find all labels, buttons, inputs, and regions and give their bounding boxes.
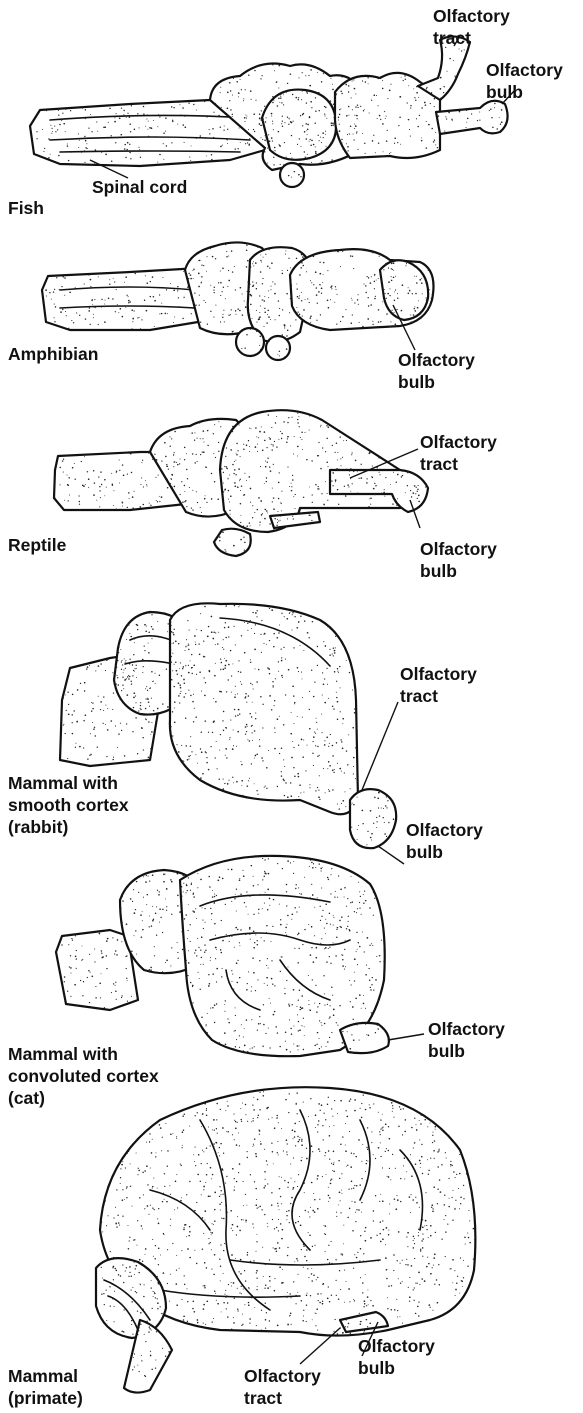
amphibian-olfactory-bulb-label: Olfactory bulb [398,350,480,392]
reptile-olfactory-tract-label: Olfactory tract [420,432,502,474]
fish-olfactory-tract-label: Olfactory tract [433,6,515,48]
fish-brain-drawing [30,36,508,187]
cat-olfactory-bulb-label: Olfactory bulb [428,1019,510,1061]
rabbit-label: Mammal with smooth cortex (rabbit) [8,773,133,837]
fish-spinal-cord-label: Spinal cord [92,177,187,197]
reptile-brain-drawing [54,410,428,556]
rabbit-cerebrum-shape [170,603,358,814]
primate-olfactory-bulb-label: Olfactory bulb [358,1336,440,1378]
rabbit-olfactory-tract-label: Olfactory tract [400,664,482,706]
rabbit-olfactory-bulb-label: Olfactory bulb [406,820,488,862]
primate-olfactory-tract-label: Olfactory tract [244,1366,326,1408]
amphibian-label: Amphibian [8,344,98,364]
primate-label: Mammal (primate) [8,1366,83,1408]
amphibian-brain-drawing [42,242,434,360]
fish-optic-lobe-shape [262,90,336,160]
reptile-label: Reptile [8,535,67,555]
cat-olfactory-bulb-shape [340,1023,389,1053]
fish-label: Fish [8,198,44,218]
reptile-olfactory-bulb-label: Olfactory bulb [420,539,502,581]
fish-olfactory-bulb-label: Olfactory bulb [486,60,568,102]
cat-label: Mammal with convoluted cortex (cat) [8,1044,164,1108]
